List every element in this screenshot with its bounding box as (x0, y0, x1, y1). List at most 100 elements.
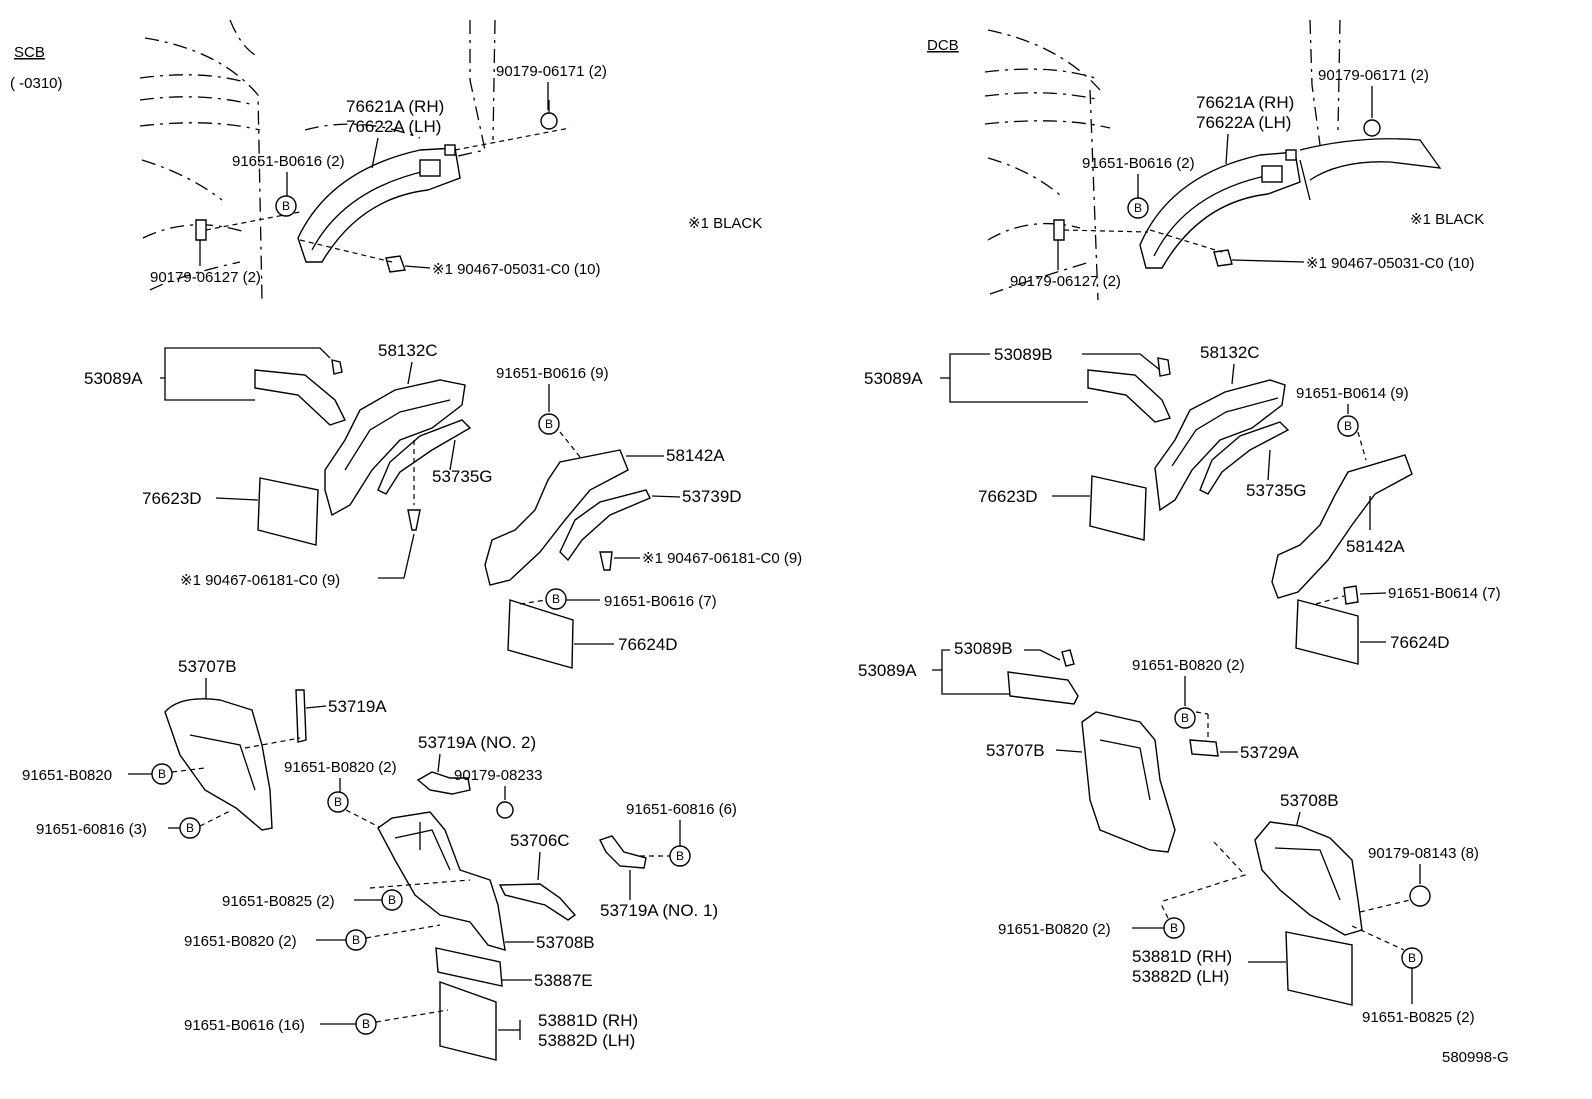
dcb-top-dashes (1063, 229, 1223, 253)
scb-body-outline (139, 19, 496, 301)
label-r-90179-06127: 90179-06127 (2) (1010, 273, 1121, 290)
part-58132C (324, 379, 466, 517)
label-91651-B0616-2: 91651-B0616 (2) (232, 153, 345, 170)
label-91651-B0820: 91651-B0820 (22, 767, 112, 784)
label-r-90179-08143: 90179-08143 (8) (1368, 845, 1479, 862)
part-53739D (559, 489, 651, 562)
label-53707B: 53707B (178, 657, 237, 676)
part-53707B (164, 698, 273, 831)
label-53719A-no1: 53719A (NO. 1) (600, 901, 718, 920)
label-91651-60816-6: 91651-60816 (6) (626, 801, 737, 818)
svg-text:B: B (388, 893, 396, 907)
label-91651-B0616-7: 91651-B0616 (7) (604, 593, 717, 610)
label-90179-06171: 90179-06171 (2) (496, 63, 607, 80)
section-title-dcb: DCB (927, 37, 959, 54)
label-r-53089A-bot: 53089A (858, 661, 917, 680)
label-53881D-left: 53881D (RH) (538, 1011, 638, 1030)
scb-fender-fasteners (195, 100, 558, 273)
label-r-53089A-top: 53089A (864, 369, 923, 388)
label-76622A: 76622A (LH) (346, 117, 441, 136)
section-title-scb: SCB (14, 44, 45, 61)
part-r-53707B (1081, 711, 1176, 853)
svg-text:B: B (158, 767, 166, 781)
label-r-76622A: 76622A (LH) (1196, 113, 1291, 132)
part-53719A (295, 689, 307, 743)
part-r-53708B (1254, 821, 1363, 936)
label-76624D: 76624D (618, 635, 678, 654)
label-91651-B0820-2a: 91651-B0820 (2) (284, 759, 397, 776)
part-53881D-left (439, 981, 497, 1061)
label-r-90467-05031: ※1 90467-05031-C0 (10) (1306, 255, 1475, 272)
label-r-53729A: 53729A (1240, 743, 1299, 762)
clip-right-90467 (599, 551, 613, 571)
part-r-53729A (1189, 739, 1219, 757)
svg-text:B: B (552, 592, 560, 606)
figure-code: 580998-G (1442, 1049, 1509, 1066)
label-53719A-no2: 53719A (NO. 2) (418, 733, 536, 752)
label-90467-06181-b: ※1 90467-06181-C0 (9) (642, 550, 802, 567)
label-91651-B0616-9: 91651-B0616 (9) (496, 365, 609, 382)
label-58132C: 58132C (378, 341, 438, 360)
label-90179-08233: 90179-08233 (454, 767, 542, 784)
part-58142A (484, 449, 629, 586)
part-r-76623D (1089, 475, 1147, 541)
clip-90467-06181 (407, 440, 421, 531)
label-r-53708B: 53708B (1280, 791, 1339, 810)
part-53708B-left (377, 811, 506, 951)
note-black-left: ※1 BLACK (688, 215, 762, 232)
label-53882D-left: 53882D (LH) (538, 1031, 635, 1050)
section-range-scb: ( -0310) (10, 75, 63, 92)
part-53719A-no2 (416, 771, 471, 795)
label-r-91651-B0614-7: 91651-B0614 (7) (1388, 585, 1501, 602)
label-r-53089B-bot: 53089B (954, 639, 1013, 658)
part-76624D (507, 599, 574, 669)
part-53735G (377, 419, 472, 495)
label-90179-06127: 90179-06127 (2) (150, 269, 261, 286)
label-91651-B0616-16: 91651-B0616 (16) (184, 1017, 305, 1034)
label-r-91651-B0825-2: 91651-B0825 (2) (1362, 1009, 1475, 1026)
label-90467-05031: ※1 90467-05031-C0 (10) (432, 261, 601, 278)
svg-text:B: B (1408, 951, 1416, 965)
label-r-90179-06171: 90179-06171 (2) (1318, 67, 1429, 84)
scb-fender-flare (297, 144, 461, 263)
svg-text:B: B (352, 933, 360, 947)
svg-text:B: B (545, 417, 553, 431)
label-r-53707B: 53707B (986, 741, 1045, 760)
label-r-76624D: 76624D (1390, 633, 1450, 652)
bolt-r-91651-B0614-7 (1343, 585, 1359, 605)
part-53089A (254, 359, 346, 426)
part-r-76624D (1295, 599, 1359, 665)
label-90467-06181-a: ※1 90467-06181-C0 (9) (180, 572, 340, 589)
label-r-53089B-top: 53089B (994, 345, 1053, 364)
circle-b-icon (275, 195, 297, 217)
label-r-53881D: 53881D (RH) (1132, 947, 1232, 966)
label-91651-60816-3: 91651-60816 (3) (36, 821, 147, 838)
svg-text:B: B (334, 795, 342, 809)
dcb-body-outline (984, 19, 1442, 301)
label-r-91651-B0820-2a: 91651-B0820 (2) (1132, 657, 1245, 674)
svg-text:B: B (186, 821, 194, 835)
part-r-58132C (1154, 379, 1286, 512)
label-53739D: 53739D (682, 487, 742, 506)
svg-text:B: B (1134, 201, 1142, 215)
part-r-53735G (1199, 421, 1290, 495)
label-r-53735G: 53735G (1246, 481, 1307, 500)
part-76623D (257, 477, 319, 546)
part-r-53089A-bot (1007, 671, 1079, 705)
svg-text:B: B (1344, 419, 1352, 433)
part-53719A-no1 (599, 835, 647, 869)
svg-text:B: B (362, 1017, 370, 1031)
dcb-fender-fasteners (1053, 119, 1381, 267)
svg-text:B: B (1170, 921, 1178, 935)
svg-text:B: B (676, 849, 684, 863)
label-r-91651-B0614-9: 91651-B0614 (9) (1296, 385, 1409, 402)
part-r-53089A (1087, 357, 1171, 423)
part-r-53881D (1285, 931, 1353, 1006)
dcb-dash-frame (1159, 841, 1247, 903)
label-91651-B0825-2: 91651-B0825 (2) (222, 893, 335, 910)
circle-b-text: B (282, 199, 290, 213)
part-53706C (498, 883, 577, 921)
label-76623D: 76623D (142, 489, 202, 508)
part-r-58142A (1271, 454, 1413, 599)
